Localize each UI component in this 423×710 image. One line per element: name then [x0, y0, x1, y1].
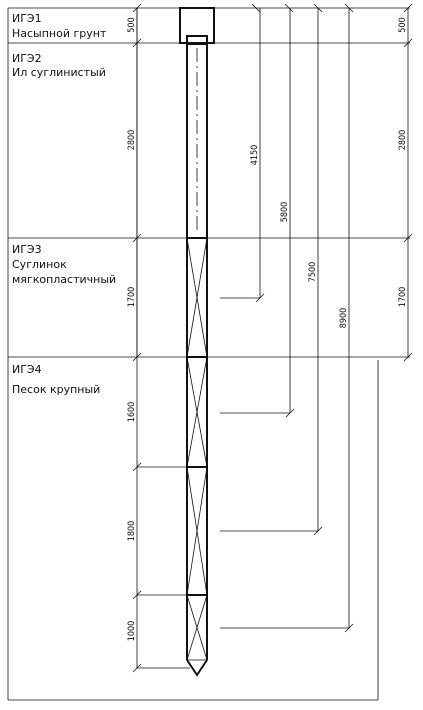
depth-mark-4150: 4150 [250, 145, 260, 166]
depth-mark-7500: 7500 [308, 262, 318, 283]
pile-segment-dimensions: 1600 1800 1000 [127, 402, 190, 673]
layer-2-id: ИГЭ2 [12, 52, 42, 65]
left-dim-layer-2: 2800 [127, 130, 137, 151]
segment-dim-1: 1600 [127, 402, 137, 423]
layer-2-name: Ил суглинистый [12, 66, 106, 79]
right-dim-layer-1: 500 [398, 17, 408, 32]
layer-1-name: Насыпной грунт [12, 27, 107, 40]
layer-4-name: Песок крупный [12, 383, 100, 396]
right-dim-layer-2: 2800 [398, 130, 408, 151]
depth-mark-8900: 8900 [339, 308, 349, 329]
left-dim-layer-1: 500 [127, 17, 137, 32]
pile-tip [186, 659, 208, 677]
left-dimension-chain: 500 2800 1700 [127, 3, 142, 362]
layer-labels: ИГЭ1 Насыпной грунт ИГЭ2 Ил суглинистый … [12, 12, 116, 396]
right-dim-layer-3: 1700 [398, 287, 408, 308]
depth-marks: 4150 5800 7500 8900 [220, 3, 354, 633]
segment-dim-2: 1800 [127, 521, 137, 542]
soil-column-frame [7, 7, 410, 701]
layer-4-id: ИГЭ4 [12, 363, 42, 376]
layer-3-name-line1: Суглинок [12, 258, 67, 271]
segment-dim-3: 1000 [127, 621, 137, 642]
layer-3-id: ИГЭ3 [12, 243, 42, 256]
pile-cap [179, 7, 215, 44]
depth-mark-5800: 5800 [280, 202, 290, 223]
pile [179, 7, 215, 677]
layer-1-id: ИГЭ1 [12, 12, 42, 25]
left-dim-layer-3: 1700 [127, 287, 137, 308]
right-dimension-chain: 500 2800 1700 [398, 3, 413, 362]
layer-3-name-line2: мягкопластичный [12, 273, 116, 286]
